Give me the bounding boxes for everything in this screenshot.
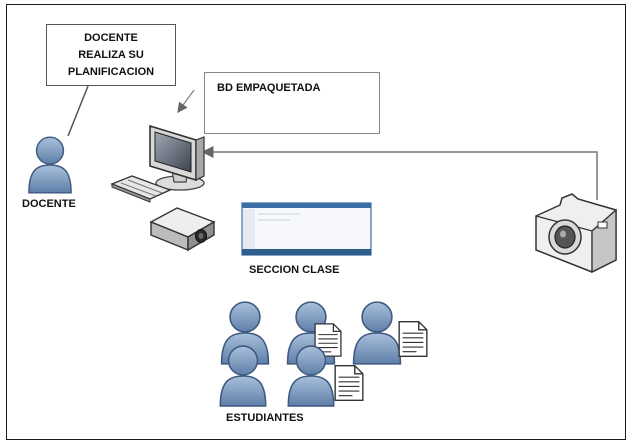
screen-window-icon (241, 202, 372, 256)
students-group (219, 301, 428, 407)
keyboard-icon (110, 175, 172, 203)
document-icon (334, 364, 364, 402)
projector-icon (149, 207, 216, 252)
label-docente: DOCENTE (22, 198, 76, 210)
callout-line: PLANIFICACION (67, 66, 155, 78)
label-seccion-clase: SECCION CLASE (249, 264, 340, 276)
document-icon (398, 320, 428, 358)
camera-icon (535, 193, 617, 274)
bd-pointer-arrow (177, 89, 195, 114)
person-icon (352, 301, 402, 365)
person-icon (28, 136, 72, 194)
callout-connector (67, 85, 89, 137)
callout-bd: BD EMPAQUETADA (204, 72, 380, 134)
callout-line: REALIZA SU (78, 49, 144, 61)
callout-bd-text: BD EMPAQUETADA (217, 82, 321, 94)
camera-to-computer-arrow (201, 146, 598, 200)
computer-monitor-icon (149, 124, 205, 191)
callout-docente-plan: DOCENTE REALIZA SU PLANIFICACION (46, 24, 176, 86)
callout-line: DOCENTE (84, 32, 138, 44)
label-estudiantes: ESTUDIANTES (226, 412, 304, 424)
